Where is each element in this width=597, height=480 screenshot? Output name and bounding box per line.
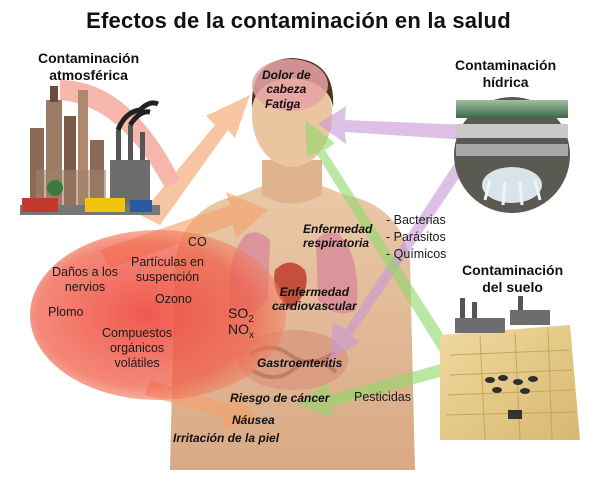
water-arrow-to-gut: [330, 140, 478, 360]
soil-illustration: [440, 296, 580, 441]
soil-pollution-arrows: [297, 120, 458, 418]
pollutant-lead: Plomo: [48, 305, 84, 319]
effect-headache: Dolor de cabeza: [262, 68, 311, 96]
effect-respiratory: Enfermedad respiratoria: [303, 222, 373, 250]
effect-cardiovascular: Enfermedad cardiovascular: [272, 285, 357, 313]
source-soil-label: Contaminación del suelo: [462, 262, 564, 295]
pollutant-ozone: Ozono: [155, 292, 192, 306]
water-pollution-arrows: [318, 106, 478, 360]
pollutant-chemicals: - Químicos: [386, 247, 447, 261]
pollutant-pesticides: Pesticidas: [354, 390, 411, 404]
air-pollutants-blob: [30, 230, 286, 400]
neck: [262, 160, 322, 204]
effect-skin-irritation: Irritación de la piel: [173, 431, 280, 445]
pollutant-nox: NOx: [228, 321, 254, 341]
water-illustration: [454, 97, 570, 213]
city-illustration: [20, 86, 160, 215]
pollutant-vocs: Compuestos orgánicos volátiles: [102, 326, 173, 370]
pollutant-bacteria: - Bacterias: [386, 213, 446, 227]
soil-arrow-to-gut: [297, 360, 458, 418]
pollutant-nerve-damage: Daños a los nervios: [52, 265, 119, 294]
soil-arrow-to-head: [305, 120, 450, 352]
effect-nausea: Náusea: [232, 413, 275, 427]
effect-fatigue: Fatiga: [265, 97, 301, 111]
brain-illustration: [252, 59, 328, 111]
air-arrow-to-head: [140, 95, 250, 225]
source-water-label: Contaminación hídrica: [455, 57, 557, 90]
page-title: Efectos de la contaminación en la salud: [86, 8, 511, 33]
pollutant-parasites: - Parásitos: [386, 230, 446, 244]
pollutant-co: CO: [188, 235, 207, 249]
pollutant-so2: SO2: [228, 305, 254, 325]
water-arrow-to-head: [318, 106, 470, 144]
effect-gastroenteritis: Gastroenteritis: [257, 356, 343, 370]
source-air-label: Contaminación atmosférica: [38, 50, 140, 83]
pollutant-particles: Partículas en suspención: [131, 255, 204, 284]
effect-cancer-risk: Riesgo de cáncer: [230, 391, 330, 405]
